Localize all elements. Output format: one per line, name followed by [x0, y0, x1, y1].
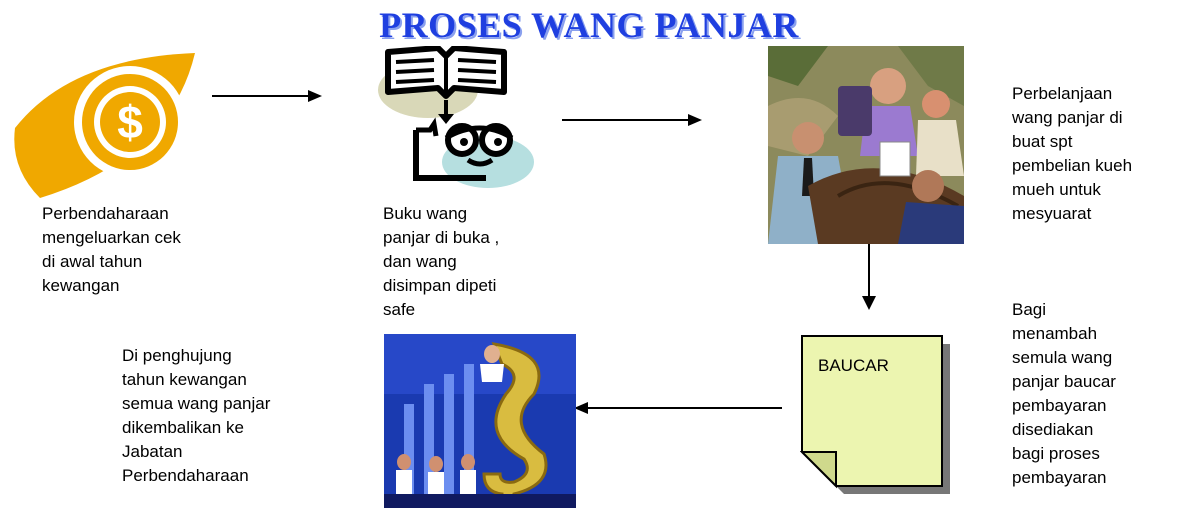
voucher-label: BAUCAR [818, 356, 889, 375]
arrow-right-2 [562, 114, 702, 126]
step-return-clip: Di penghujung tahun kewangan semua wang … [122, 344, 342, 504]
svg-text:$: $ [117, 96, 143, 148]
step-book-text: Buku wang panjar di buka , dan wang disi… [383, 204, 500, 319]
dollar-coin-icon: $ [14, 53, 196, 198]
book-reader-icon [378, 46, 534, 188]
page-title: PROSES WANG PANJAR [379, 5, 799, 45]
step-cheque-text: Perbendaharaan mengeluarkan cek di awal … [42, 204, 181, 295]
meeting-icon [768, 46, 964, 244]
voucher-document-icon [800, 335, 950, 494]
arrow-down [862, 244, 876, 310]
step-return-text: Di penghujung tahun kewangan semua wang … [122, 346, 271, 485]
arrow-right-1 [212, 90, 322, 102]
money-growth-icon [384, 334, 576, 508]
step-spend-text: Perbelanjaan wang panjar di buat spt pem… [1012, 84, 1133, 223]
step-replenish-text: Bagi menambah semula wang panjar baucar … [1012, 300, 1116, 487]
arrow-left [574, 402, 782, 414]
